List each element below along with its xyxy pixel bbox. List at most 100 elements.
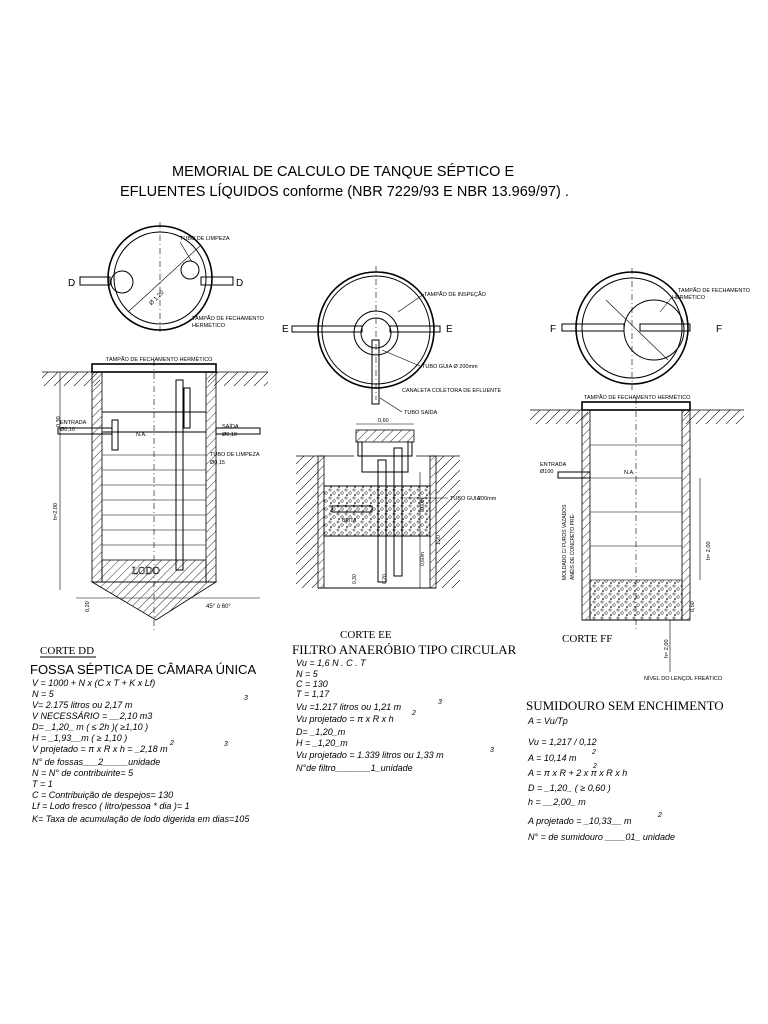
fossa-line-4: D= _1,20_ m ( ≤ 2h )( ≥1,10 ) <box>32 722 148 732</box>
section-dd-entrada-dim: Ø0,10 <box>60 427 75 433</box>
section-ff-entrada: ENTRADA <box>540 462 567 468</box>
sumidouro-calc-block: SUMIDOURO SEM ENCHIMENTO A = Vu/Tp Vu = … <box>526 698 724 842</box>
plan-ff-tampao: TAMPÃO DE FECHAMENTO <box>678 287 751 294</box>
sumidouro-line-6: A projetado = _10,33__ m <box>527 816 632 826</box>
plan-view-dd: D D TUBO DE LIMPEZA TAMPÃO DE FECHAMENTO… <box>68 222 265 335</box>
fossa-title: FOSSA SÉPTICA DE CÂMARA ÚNICA <box>30 662 256 677</box>
section-view-ff: TAMPÃO DE FECHAMENTO HERMÉTICO ENTRADA Ø… <box>530 394 744 682</box>
title-line-2: EFLUENTES LÍQUIDOS conforme (NBR 7229/93… <box>120 183 569 200</box>
section-ee-brita: BRITA <box>342 518 357 524</box>
section-dd-dim-h: h=2,00 <box>53 503 59 520</box>
fossa-line-6: V projetado = π x R x h = _2,18 m <box>32 744 168 754</box>
fossa-line-1: N = 5 <box>32 689 55 699</box>
section-dd-tubo-limpeza: TUBO DE LIMPEZA <box>210 452 260 458</box>
plan-dd-section-right: D <box>236 278 243 289</box>
filtro-line-0: Vu = 1,6 N . C . T <box>296 658 367 668</box>
section-dd-title: CORTE DD <box>40 645 94 657</box>
fossa-line-8: N = N° de contribuinte= 5 <box>32 768 134 778</box>
plan-ee-tampao-inspecao: TAMPÃO DE INSPEÇÃO <box>424 291 487 298</box>
section-view-dd: TAMPÃO DE FECHAMENTO HERMÉTICO LODO 0, <box>40 356 268 658</box>
fossa-line-0: V = 1000 + N x (C x T + K x Lf) <box>32 678 155 688</box>
page-header: MEMORIAL DE CALCULO DE TANQUE SÉPTICO E … <box>120 163 569 200</box>
section-ff-dim-h: h= 2,00 <box>706 541 712 560</box>
section-ff-tampao: TAMPÃO DE FECHAMENTO HERMÉTICO <box>584 394 691 401</box>
fossa-line-7: N° de fossas___2_____unidade <box>32 757 160 767</box>
filtro-line-1: N = 5 <box>296 669 319 679</box>
sumidouro-line-2: A = 10,14 m <box>527 753 577 763</box>
section-ff-aneis-1: ANÉIS DE CONCRETO PRÉ- <box>569 513 576 580</box>
plan-dd-hermetico: HERMÉTICO <box>192 322 226 329</box>
section-ee-tubo-guia-dim: 200mm <box>478 496 497 502</box>
section-dd-na: N.A. <box>136 432 147 438</box>
plan-ff-section-right: F <box>716 324 722 335</box>
plan-ee-tubo-guia: TUBO GUIA Ø 200mm <box>422 364 478 370</box>
section-ff-title: CORTE FF <box>562 633 612 645</box>
section-dd-angle: 45° ó 60° <box>206 604 231 610</box>
plan-dd-tampao: TAMPÃO DE FECHAMENTO <box>192 315 265 322</box>
filtro-title: FILTRO ANAERÓBIO TIPO CIRCULAR <box>292 642 517 657</box>
section-dd-tampao: TAMPÃO DE FECHAMENTO HERMÉTICO <box>106 356 213 363</box>
fossa-line-11: Lf = Lodo fresco ( litro/pessoa * dia )=… <box>32 801 190 811</box>
sumidouro-sup-2c: 2 <box>657 812 662 819</box>
section-view-ee: 0,60 BRITA TUBO GUIA 200mm 0,60m 1,20 0,… <box>296 418 497 641</box>
sumidouro-sup-2b: 2 <box>592 763 597 770</box>
section-ff-dim-c: h= 2,00 <box>664 639 670 658</box>
fossa-sup-3b: 3 <box>224 741 228 748</box>
filtro-line-5: Vu projetado = π x R x h <box>296 714 394 724</box>
fossa-line-5: H = _1,93__m ( ≥ 1,10 ) <box>32 733 127 743</box>
sumidouro-title: SUMIDOURO SEM ENCHIMENTO <box>526 698 724 713</box>
section-dd-lodo: LODO <box>132 566 160 577</box>
section-ee-title: CORTE EE <box>340 629 392 641</box>
filtro-line-8: Vu projetado = 1.339 litros ou 1,33 m <box>296 750 444 760</box>
section-ee-dim-a: 0,60m <box>420 498 426 512</box>
plan-ee-section-left: E <box>282 324 289 335</box>
plan-dd-diameter: Ø 1,20 <box>149 290 166 307</box>
section-dd-saida: SAÍDA <box>222 423 239 430</box>
section-dd-dim-bottom: 0,20 <box>85 601 91 612</box>
sumidouro-line-4: D = _1,20_ ( ≥ 0,60 ) <box>528 783 611 793</box>
fossa-line-3: V NECESSÁRIO = __2,10 m3 <box>32 711 152 721</box>
plan-ff-hermetico: HERMÉTICO <box>672 294 706 301</box>
section-dd-tubo-limpeza-dim: Ø0,15 <box>210 460 225 466</box>
section-ee-dim-c: 0,60m <box>420 552 426 566</box>
filtro-line-6: D= _1,20_m <box>296 727 346 737</box>
section-ee-dim-d: 0,30 <box>352 574 358 584</box>
section-ee-dim-b: 1,20 <box>436 535 442 545</box>
section-dd-saida-dim: Ø0,10 <box>222 432 237 438</box>
sumidouro-line-7: N° = de sumidouro ____01_ unidade <box>528 832 675 842</box>
section-ff-dim-b: 0,50 <box>690 601 696 612</box>
section-ee-dim-e: 0,20 <box>382 574 388 584</box>
section-ff-entrada-dim: Ø100 <box>540 469 553 475</box>
filtro-line-2: C = 130 <box>296 679 328 689</box>
section-ee-dim-top: 0,60 <box>378 418 389 424</box>
title-line-1: MEMORIAL DE CALCULO DE TANQUE SÉPTICO E <box>172 163 514 180</box>
filtro-line-4: Vu =1.217 litros ou 1,21 m <box>296 702 402 712</box>
plan-view-ee: E E TAMPÃO DE INSPEÇÃO TUBO GUIA Ø 200mm… <box>282 266 501 416</box>
fossa-line-12: K= Taxa de acumulação de lodo digerida e… <box>32 814 250 824</box>
fossa-line-10: C = Contribuição de despejos= 130 <box>32 790 173 800</box>
filtro-line-9: N°de filtro_______1_unidade <box>296 763 413 773</box>
fossa-line-9: T = 1 <box>32 779 53 789</box>
sumidouro-sup-2a: 2 <box>591 749 596 756</box>
plan-dd-tubo-limpeza: TUBO DE LIMPEZA <box>180 236 230 242</box>
filtro-line-7: H = _1,20_m <box>296 738 348 748</box>
plan-ff-section-left: F <box>550 324 556 335</box>
section-ff-nivel: NÍVEL DO LENÇOL FREÁTICO <box>644 675 723 682</box>
sumidouro-line-3: A = π x R + 2 x π x R x h <box>527 768 627 778</box>
filtro-sup-3b: 3 <box>490 747 494 754</box>
plan-ee-section-right: E <box>446 324 453 335</box>
plan-ee-tubo-saida: TUBO SAÍDA <box>404 409 438 416</box>
section-dd-dim-top: 0,30 <box>56 416 62 427</box>
section-ff-aneis-2: MOLDADO C/ FUROS VAZADOS <box>562 504 568 580</box>
fossa-line-2: V= 2.175 litros ou 2,17 m <box>32 700 133 710</box>
plan-ee-canaleta: CANALETA COLETORA DE EFLUENTE <box>402 388 501 394</box>
plan-view-ff: F F TAMPÃO DE FECHAMENTO HERMÉTICO <box>550 268 751 390</box>
filtro-sup-2: 2 <box>411 710 416 717</box>
sumidouro-line-1: Vu = 1,217 / 0,12 <box>528 737 597 747</box>
fossa-sup-3a: 3 <box>244 695 248 702</box>
filtro-line-3: T = 1,17 <box>296 689 330 699</box>
sumidouro-line-0: A = Vu/Tp <box>527 716 568 726</box>
filtro-sup-3a: 3 <box>438 699 442 706</box>
filtro-calc-block: FILTRO ANAERÓBIO TIPO CIRCULAR Vu = 1,6 … <box>292 642 517 773</box>
